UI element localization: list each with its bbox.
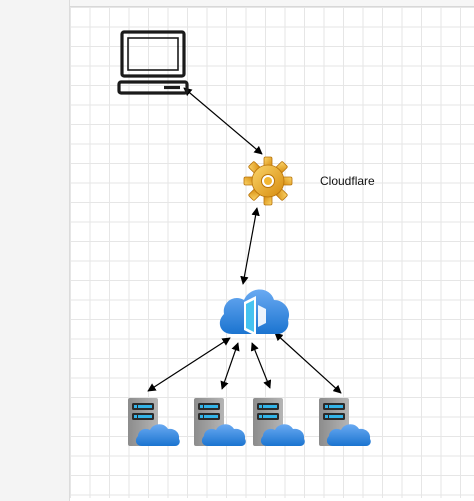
cloud-gateway-icon[interactable] [219, 289, 290, 337]
server-cloud-icon[interactable] [253, 398, 305, 446]
connector-gateway-server-1[interactable] [147, 337, 231, 392]
connector-gateway-server-2[interactable] [220, 342, 240, 390]
connector-gateway-server-3[interactable] [250, 342, 272, 389]
computer-icon[interactable] [117, 30, 189, 95]
server-cloud-icon[interactable] [319, 398, 371, 446]
cloudflare-label[interactable]: Cloudflare [320, 174, 375, 188]
server-cloud-icon[interactable] [128, 398, 180, 446]
connector-cloudflare-gateway[interactable] [240, 207, 260, 285]
connector-computer-cloudflare[interactable] [183, 87, 263, 155]
gear-icon[interactable] [243, 156, 293, 206]
left-panel [0, 0, 70, 501]
connector-gateway-server-4[interactable] [274, 332, 342, 394]
top-ruler [70, 0, 474, 6]
server-cloud-icon[interactable] [194, 398, 246, 446]
